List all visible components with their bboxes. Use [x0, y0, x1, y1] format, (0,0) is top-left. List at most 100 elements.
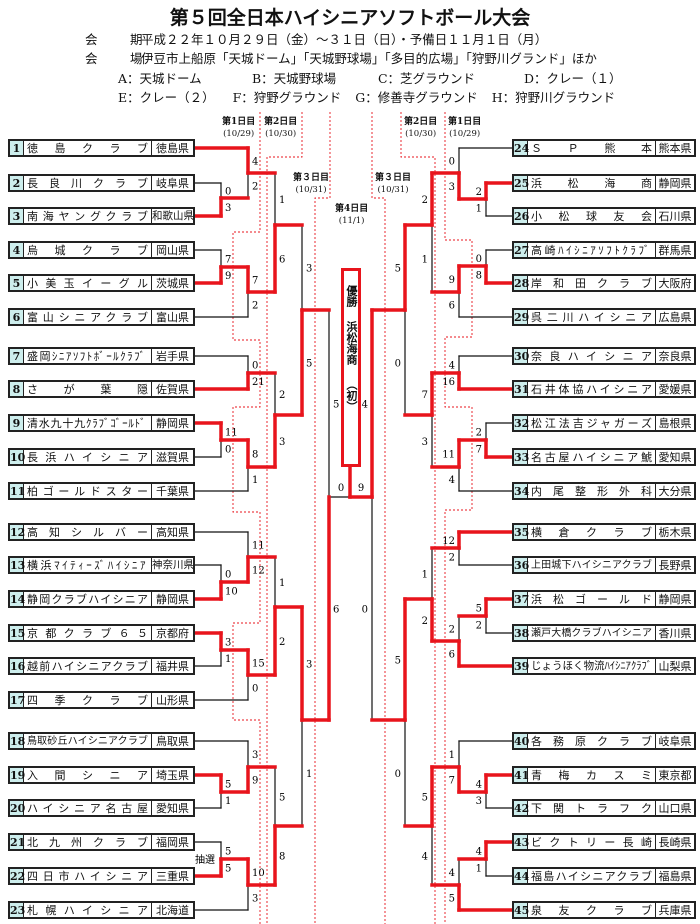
match-score: 16: [442, 377, 455, 388]
team-name: 石井体協ハイシニア: [528, 382, 656, 396]
team-prefecture: 石川県: [658, 210, 692, 223]
match-score: 10: [225, 587, 238, 598]
match-score: 0: [225, 187, 231, 198]
team-number: 14: [10, 592, 26, 606]
team-number: 21: [10, 835, 26, 849]
team-number: 3: [10, 209, 24, 223]
match-score: 7: [449, 776, 455, 787]
match-score: 0: [395, 769, 401, 780]
champion-box: 優勝 浜松海商 （初）: [341, 268, 361, 467]
match-score: 0: [362, 605, 368, 616]
team-name: 鳥取砂丘ハイシニアクラブ: [24, 734, 152, 748]
team-number: 22: [10, 869, 26, 883]
team-prefecture: 福島県: [658, 870, 692, 883]
match-score: 1: [279, 195, 285, 206]
team-name: 小美玉イーグル: [24, 276, 152, 290]
day-label: 第2日目: [264, 117, 298, 127]
team-name: 内尾整形外科: [528, 484, 656, 498]
match-score: 0: [225, 570, 231, 581]
day-label: 第2日目: [404, 117, 438, 127]
day-label: 第３日目: [293, 173, 330, 183]
match-score: 5: [225, 847, 231, 858]
match-score: 6: [449, 301, 455, 312]
venue-code: H：狩野川グラウンド: [491, 90, 616, 105]
team-name: ＳＰ熊本: [528, 141, 656, 155]
match-score: 1: [422, 570, 428, 581]
match-score: 8: [252, 450, 258, 461]
team-name: 福島ハイシニアクラブ: [528, 869, 656, 883]
match-score: 1: [476, 864, 482, 875]
team-prefecture: 岩手県: [156, 350, 189, 363]
match-score: 2: [476, 187, 482, 198]
team-number: 5: [10, 276, 24, 290]
match-score: 7: [225, 255, 231, 266]
match-score: 0: [252, 361, 258, 372]
team-number: 8: [10, 382, 24, 396]
team-name: 横倉クラブ: [528, 525, 656, 539]
team-name: じょうほく物流ﾊｲｼﾆｱｸﾗﾌﾞ: [528, 659, 656, 673]
match-score: 5: [333, 400, 339, 411]
team-prefecture: 富山県: [156, 311, 189, 324]
match-score: 5: [422, 793, 428, 804]
team-name: 浜松海商: [528, 176, 656, 190]
match-score: 12: [442, 536, 455, 547]
match-score: 0: [225, 445, 231, 456]
team-name: 静岡クラブハイシニア: [24, 592, 152, 606]
match-score: 1: [225, 654, 231, 665]
day1-header-left: 第1日目(10/29): [222, 116, 255, 140]
match-score: 1: [449, 750, 455, 761]
venue-codes-row-2: E：クレー（２） F：狩野グラウンド G：修善寺グラウンド H：狩野川グラウンド: [118, 87, 637, 106]
match-score: 9: [225, 271, 231, 282]
team-number: 24: [514, 141, 530, 155]
team-name: 下関トラフク: [528, 801, 656, 815]
match-score: 4: [252, 157, 258, 168]
match-score: 3: [449, 182, 455, 193]
day-date: (10/29): [223, 129, 255, 139]
team-name: 北九州クラブ: [24, 835, 152, 849]
match-score: 10: [252, 868, 265, 879]
match-score: 3: [306, 264, 312, 275]
day2-header-left: 第2日目(10/30): [264, 116, 297, 140]
team-prefecture: 奈良県: [658, 350, 692, 363]
match-score: 2: [422, 616, 428, 627]
team-prefecture: 山形県: [156, 694, 189, 707]
team-name: 越前ハイシニアクラブ: [24, 659, 152, 673]
day-date: (10/30): [405, 129, 437, 139]
team-prefecture: 三重県: [156, 870, 189, 883]
team-number: 13: [10, 558, 26, 572]
team-prefecture: 茨城県: [156, 277, 189, 290]
match-score: 21: [252, 377, 265, 388]
day3-header-right: 第３日目(10/31): [375, 172, 411, 196]
match-score: 2: [476, 621, 482, 632]
team-number: 23: [10, 903, 26, 917]
match-score: 3: [252, 894, 258, 905]
match-score: 5: [279, 793, 285, 804]
day-boundary-line: [400, 112, 436, 924]
team-prefecture: 大分県: [658, 485, 692, 498]
match-score: 4: [449, 868, 455, 879]
match-score: 0: [449, 157, 455, 168]
team-name: 四日市ハイシニア: [24, 869, 152, 883]
match-score: 11: [442, 450, 455, 461]
team-prefecture: 岡山県: [156, 244, 189, 257]
venue-row: 会 場 伊豆市上船原「天城ドーム」「天城野球場」「多目的広場」「狩野川グランド」…: [85, 48, 597, 67]
team-name: 富山シニアクラブ: [24, 310, 152, 324]
team-name: 高知シルバー: [24, 525, 152, 539]
match-score: 5: [395, 656, 401, 667]
venue-code: E：クレー（２）: [118, 90, 215, 105]
team-name: 上田城下ハイシニアクラブ: [528, 558, 656, 572]
team-prefecture: 神奈川県: [152, 559, 193, 571]
